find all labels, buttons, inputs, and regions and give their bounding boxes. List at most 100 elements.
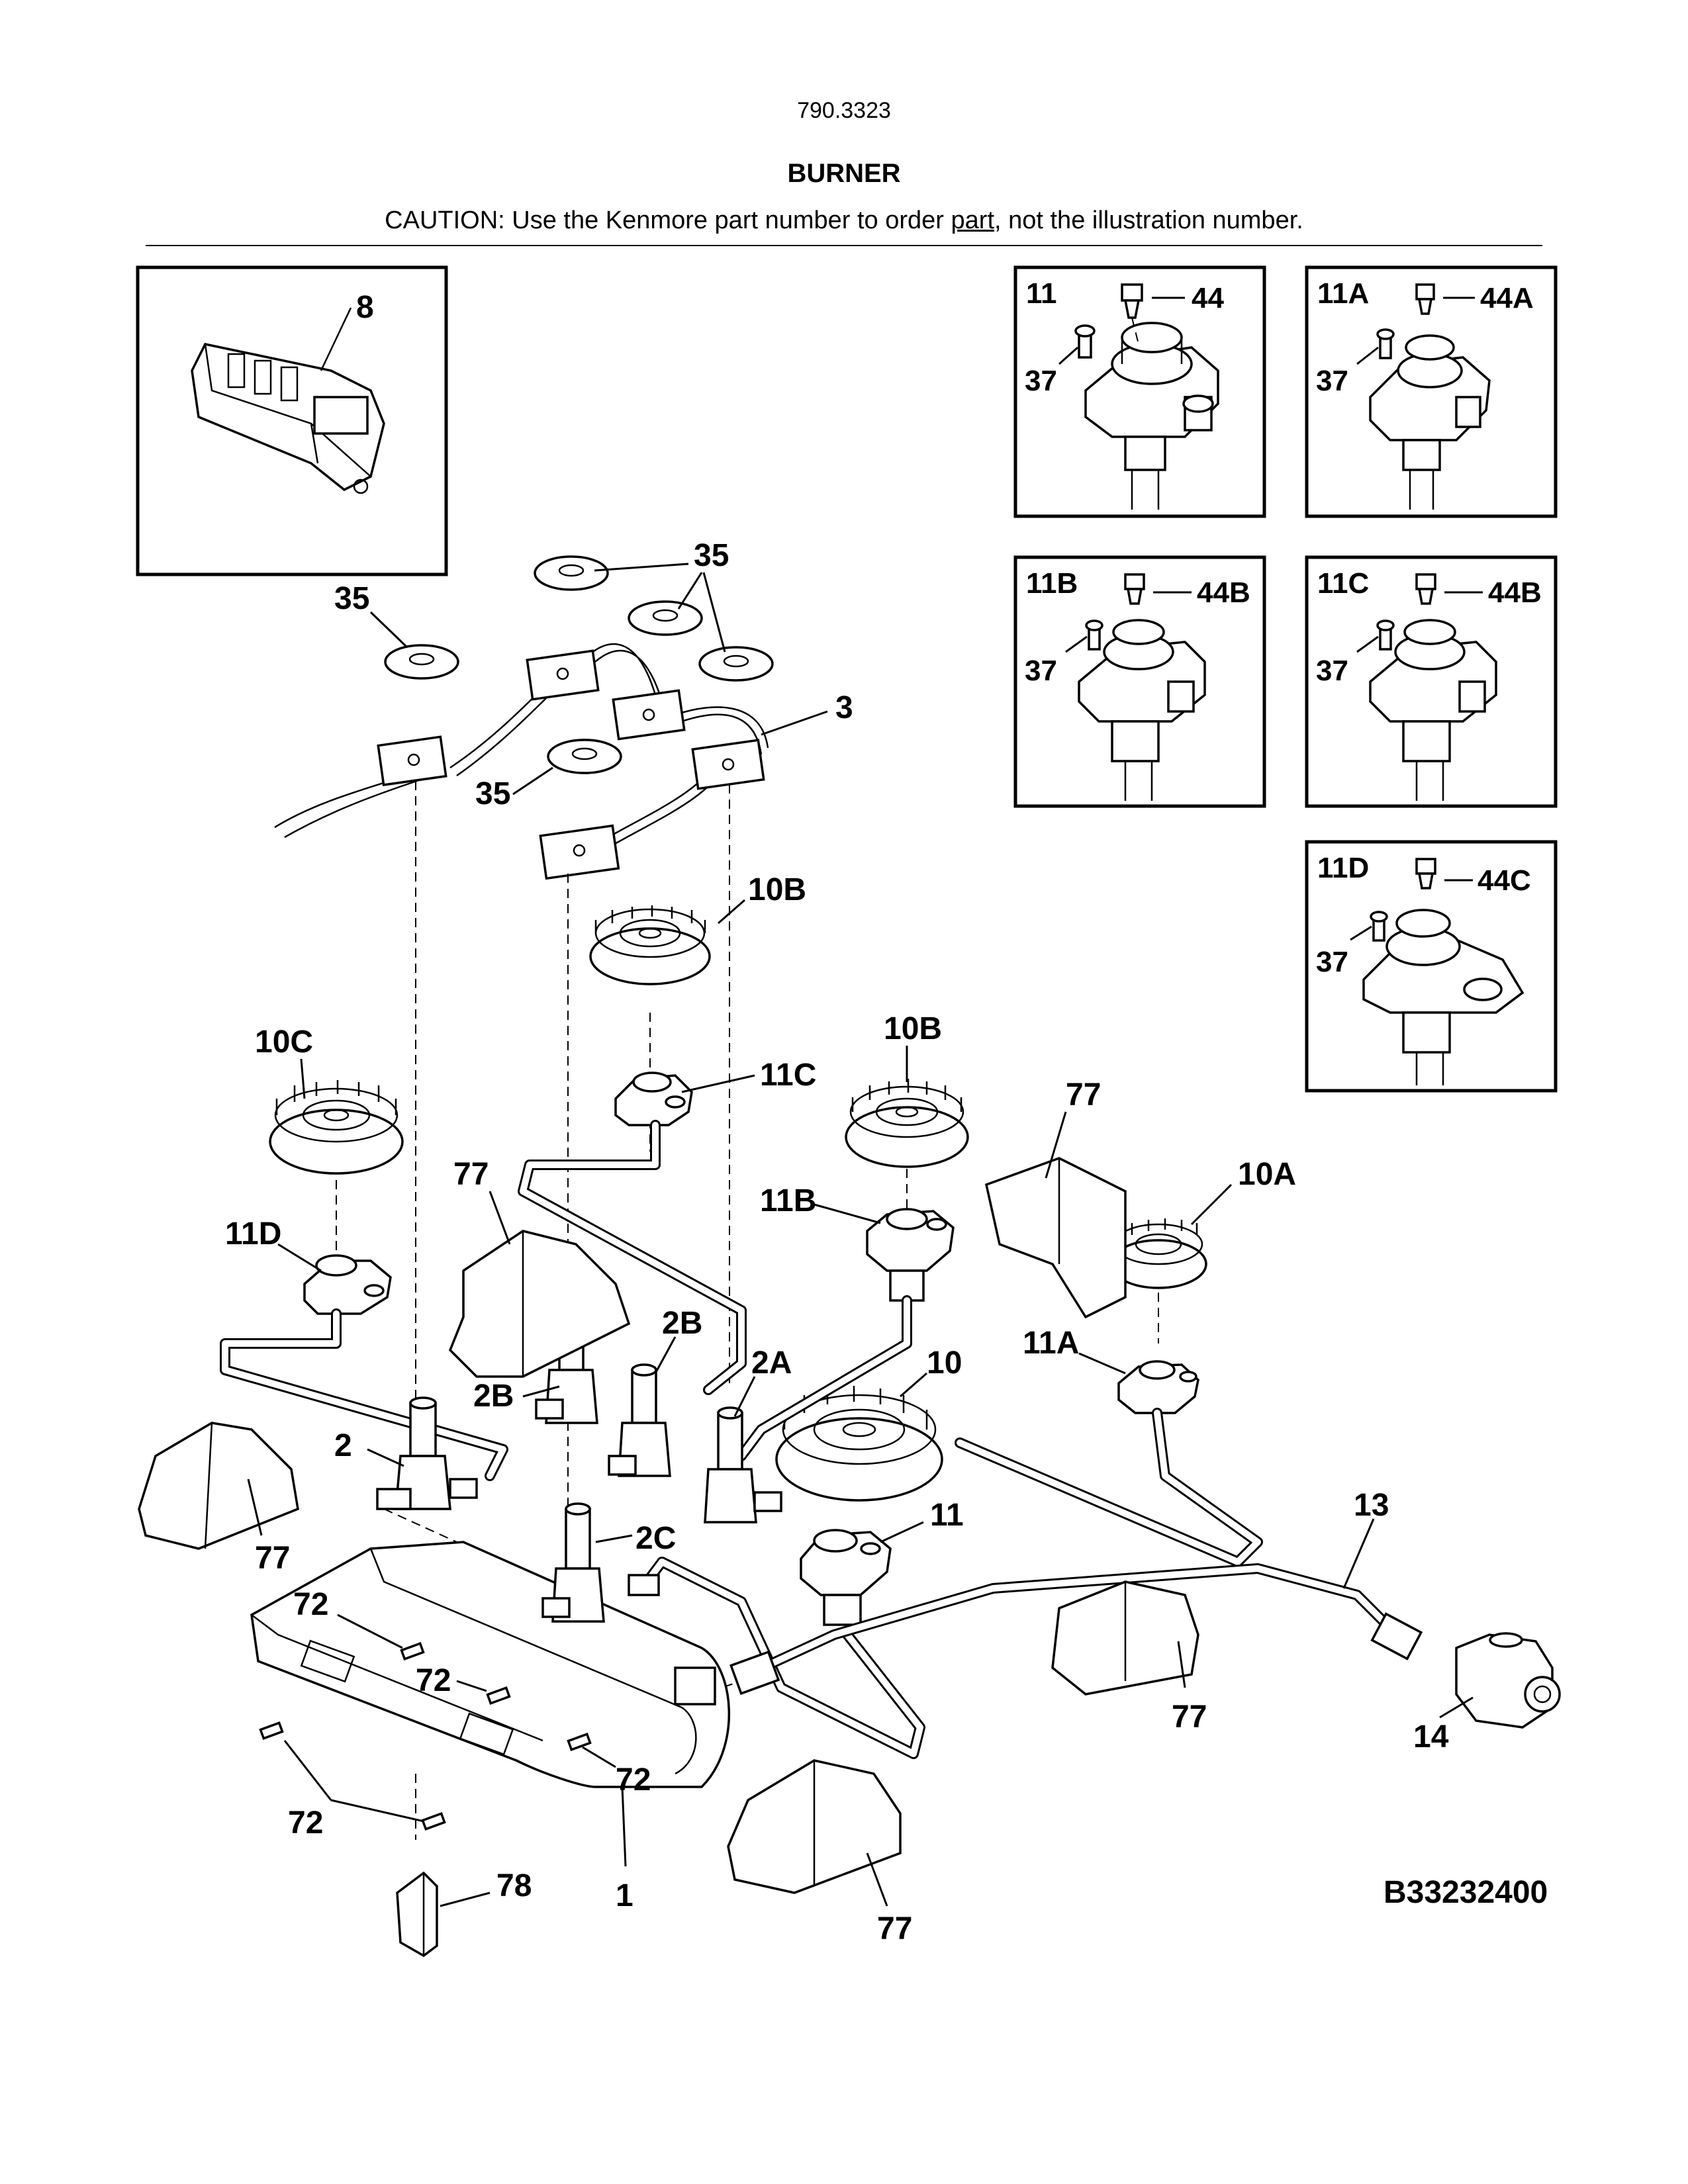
bracket-77-right-bottom [1051, 1580, 1199, 1696]
orifice-cap-icon [1415, 858, 1436, 889]
callout-3: 3 [835, 690, 853, 725]
inset-screw-label: 37 [1025, 655, 1057, 687]
gas-valve-2c [541, 1502, 660, 1623]
callout-2c: 2C [635, 1521, 676, 1556]
burner-valve-body [1084, 322, 1219, 510]
callout-72-a: 72 [293, 1587, 328, 1622]
manifold-1 [250, 1541, 731, 1788]
burner-valve-11b [866, 1208, 955, 1302]
burner-valve-11c [614, 1071, 693, 1126]
inset-screw-label: 37 [1316, 655, 1348, 687]
burner-valve-body [1078, 619, 1206, 801]
bracket-78 [396, 1871, 438, 1958]
inset-title: 11D [1317, 852, 1369, 884]
callout-77-right-top: 77 [1066, 1077, 1101, 1113]
callout-1: 1 [616, 1878, 633, 1913]
inset-cap-label: 44B [1488, 576, 1542, 609]
burner-head-10c [269, 1080, 404, 1175]
inset-title: 11A [1317, 277, 1369, 310]
inset-title: 11 [1026, 277, 1057, 310]
inset-screw-label: 37 [1316, 365, 1348, 397]
gas-valve-2a [704, 1406, 782, 1524]
screw-icon [1376, 328, 1395, 359]
callout-77-bottom: 77 [877, 1911, 912, 1946]
caution-part-link: part [951, 206, 994, 234]
burner-valve-11a [1117, 1360, 1199, 1414]
callout-72-b: 72 [416, 1663, 451, 1698]
diagram-id: B33232400 [1383, 1875, 1548, 1910]
callout-72-c: 72 [616, 1762, 651, 1797]
callout-77-right-bottom: 77 [1172, 1700, 1207, 1735]
burner-valve-body [1369, 334, 1491, 510]
caution-text: CAUTION: Use the Kenmore part number to … [385, 206, 951, 234]
callout-10a: 10A [1238, 1157, 1296, 1192]
burner-head-10b-mid [845, 1079, 969, 1168]
burner-valve-body [1369, 619, 1497, 801]
callout-2a: 2A [751, 1345, 792, 1381]
gas-valve-2 [376, 1396, 478, 1510]
screw-icon [1370, 911, 1388, 942]
valve-inset-11b: 11B 44B 37 [1013, 555, 1266, 808]
callout-11: 11 [930, 1498, 964, 1533]
bracket-77-mid [448, 1230, 631, 1378]
model-number: 790.3323 [797, 98, 891, 123]
burner-valve-11 [800, 1529, 892, 1626]
valve-inset-11: 11 44 37 [1013, 265, 1266, 518]
header-divider [146, 245, 1542, 246]
callout-77-left: 77 [255, 1541, 290, 1576]
callout-78: 78 [496, 1868, 532, 1903]
callout-35-left: 35 [334, 581, 369, 616]
gas-tubing [220, 1120, 1402, 1759]
valve-inset-11a: 11A 44A 37 [1305, 265, 1558, 518]
callout-77-mid: 77 [453, 1157, 489, 1192]
callout-35-top: 35 [694, 538, 729, 573]
spark-module [191, 307, 385, 494]
callout-14: 14 [1413, 1719, 1449, 1754]
caution-text-end: , not the illustration number. [994, 206, 1303, 234]
burner-valve-11d [303, 1254, 392, 1315]
screw-icon [1376, 619, 1395, 651]
tube-fitting-13 [1370, 1612, 1423, 1661]
valve-inset-11d: 11D 44C 37 [1305, 840, 1558, 1093]
ignitor-inset: 8 [136, 265, 448, 576]
valve-inset-11c: 11C 44B 37 [1305, 555, 1558, 808]
orifice-cap-icon [1121, 283, 1143, 345]
callout-2b-right: 2B [662, 1306, 702, 1341]
mounting-screws [259, 1642, 592, 1831]
callout-2b-left: 2B [473, 1379, 514, 1414]
ignitor-label: 8 [356, 290, 374, 325]
screw-icon [1085, 619, 1103, 651]
inset-cap-label: 44B [1197, 576, 1250, 609]
bracket-77-left [138, 1422, 299, 1550]
screw-icon [1074, 324, 1096, 359]
orifice-cap-icon [1124, 573, 1145, 605]
burner-head-10 [775, 1386, 943, 1502]
callout-11c: 11C [760, 1058, 816, 1093]
callout-35-lower: 35 [475, 776, 510, 811]
inset-cap-label: 44 [1192, 282, 1224, 314]
callout-11d: 11D [225, 1216, 281, 1251]
callout-10b-top: 10B [748, 872, 806, 907]
inset-screw-label: 37 [1316, 946, 1348, 978]
burner-head-10b-top [589, 905, 711, 985]
bracket-77-right-top [984, 1157, 1127, 1319]
callout-13: 13 [1354, 1488, 1389, 1523]
callout-11b: 11B [760, 1183, 816, 1218]
orifice-cap-icon [1415, 573, 1436, 605]
caution-note: CAUTION: Use the Kenmore part number to … [0, 206, 1688, 235]
callout-10c: 10C [255, 1024, 313, 1060]
orifice-cap-icon [1415, 283, 1435, 315]
burner-valve-body [1362, 909, 1524, 1085]
electrode-harness [274, 643, 769, 880]
callout-10: 10 [927, 1345, 962, 1381]
page-title: BURNER [787, 159, 901, 188]
callout-2: 2 [334, 1428, 352, 1463]
pressure-regulator-14 [1455, 1632, 1561, 1729]
inset-title: 11B [1026, 567, 1078, 600]
callout-11a: 11A [1023, 1326, 1079, 1361]
callout-10b-mid: 10B [884, 1011, 942, 1046]
callout-72-d: 72 [288, 1805, 323, 1841]
inset-cap-label: 44C [1477, 864, 1531, 897]
inset-cap-label: 44A [1480, 282, 1534, 314]
